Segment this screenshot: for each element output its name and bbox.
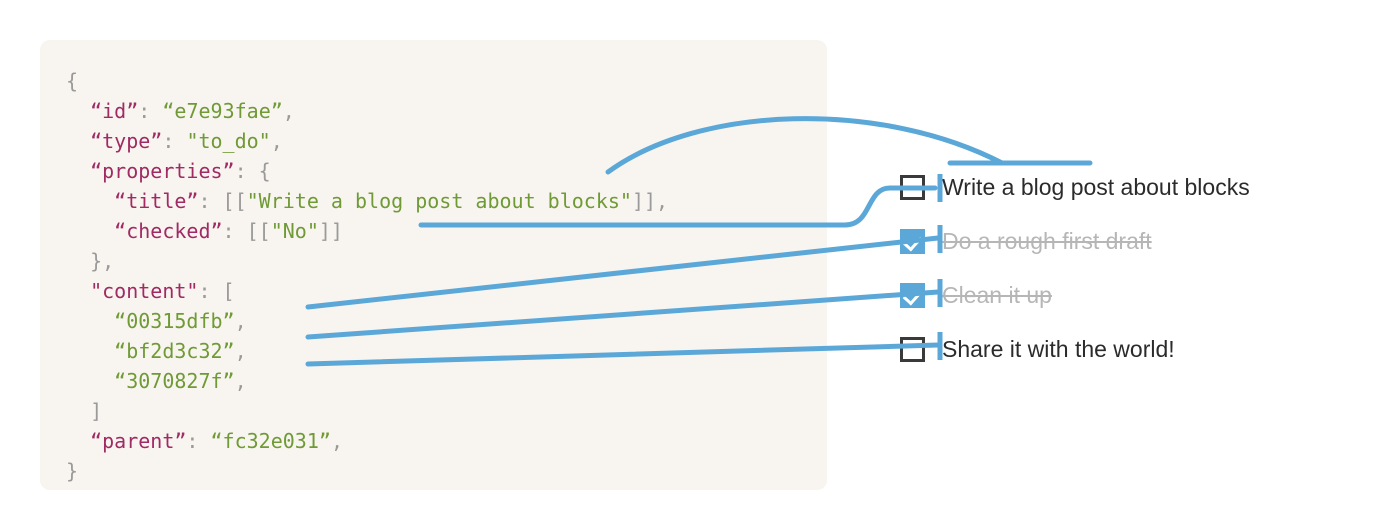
code-line: “3070827f”, [66, 366, 668, 396]
code-token-punc: ] [90, 399, 103, 423]
todo-item-label: Clean it up [942, 281, 1052, 308]
checkbox-checked-icon[interactable] [900, 228, 925, 254]
code-token-punc: { [66, 69, 79, 93]
code-token-punc: : { [234, 159, 271, 183]
json-code-panel: { “id”: “e7e93fae”, “type”: "to_do", “pr… [40, 40, 827, 490]
code-line: ] [66, 396, 668, 426]
code-token-punc: ]], [631, 189, 669, 213]
code-token-str: “bf2d3c32” [114, 339, 235, 363]
code-token-str: "Write a blog post about blocks" [246, 189, 632, 213]
code-token-str: "No" [270, 219, 319, 243]
code-token-key: “checked” [114, 219, 223, 243]
todo-item-3[interactable]: Share it with the world! [900, 322, 1370, 376]
code-token-punc: , [270, 129, 283, 153]
code-token-str: “00315dfb” [114, 309, 235, 333]
code-line: “checked”: [["No"]] [66, 216, 668, 246]
checkbox-unchecked-icon[interactable] [900, 336, 925, 362]
todo-list: Write a blog post about blocks Do a roug… [900, 160, 1370, 376]
todo-item-0[interactable]: Write a blog post about blocks [900, 160, 1370, 214]
code-line: } [66, 456, 668, 486]
json-code-text: { “id”: “e7e93fae”, “type”: "to_do", “pr… [66, 66, 668, 486]
code-line: “id”: “e7e93fae”, [66, 96, 668, 126]
code-token-str: “fc32e031” [210, 429, 331, 453]
code-token-punc: : [186, 429, 211, 453]
code-token-str: "to_do" [186, 129, 271, 153]
code-token-key: “id” [90, 99, 139, 123]
code-token-key: “type” [90, 129, 163, 153]
code-token-str: “e7e93fae” [162, 99, 283, 123]
code-token-key: "content" [90, 279, 199, 303]
code-token-punc: , [282, 99, 295, 123]
code-line: “bf2d3c32”, [66, 336, 668, 366]
code-token-key: “properties” [90, 159, 235, 183]
todo-item-1[interactable]: Do a rough first draft [900, 214, 1370, 268]
code-token-punc: }, [90, 249, 115, 273]
code-token-punc: : [ [198, 279, 235, 303]
code-token-punc: , [234, 309, 247, 333]
code-token-key: “parent” [90, 429, 187, 453]
todo-item-label: Do a rough first draft [942, 227, 1152, 254]
code-token-punc: : [162, 129, 187, 153]
code-line: "content": [ [66, 276, 668, 306]
code-line: “00315dfb”, [66, 306, 668, 336]
code-line: “title”: [["Write a blog post about bloc… [66, 186, 668, 216]
code-token-punc: , [330, 429, 343, 453]
code-token-punc: , [234, 369, 247, 393]
code-token-key: “title” [114, 189, 199, 213]
code-token-punc: } [66, 459, 79, 483]
todo-item-label: Share it with the world! [942, 335, 1175, 362]
code-line: { [66, 66, 668, 96]
code-token-punc: ]] [318, 219, 343, 243]
code-line: “properties”: { [66, 156, 668, 186]
code-token-punc: : [[ [222, 219, 271, 243]
code-token-punc: , [234, 339, 247, 363]
code-token-str: “3070827f” [114, 369, 235, 393]
checkbox-checked-icon[interactable] [900, 282, 925, 308]
code-token-punc: : [[ [198, 189, 247, 213]
code-line: }, [66, 246, 668, 276]
todo-item-2[interactable]: Clean it up [900, 268, 1370, 322]
code-line: “type”: "to_do", [66, 126, 668, 156]
todo-item-label: Write a blog post about blocks [942, 173, 1250, 200]
code-token-punc: : [138, 99, 163, 123]
code-line: “parent”: “fc32e031”, [66, 426, 668, 456]
checkbox-unchecked-icon[interactable] [900, 174, 925, 200]
